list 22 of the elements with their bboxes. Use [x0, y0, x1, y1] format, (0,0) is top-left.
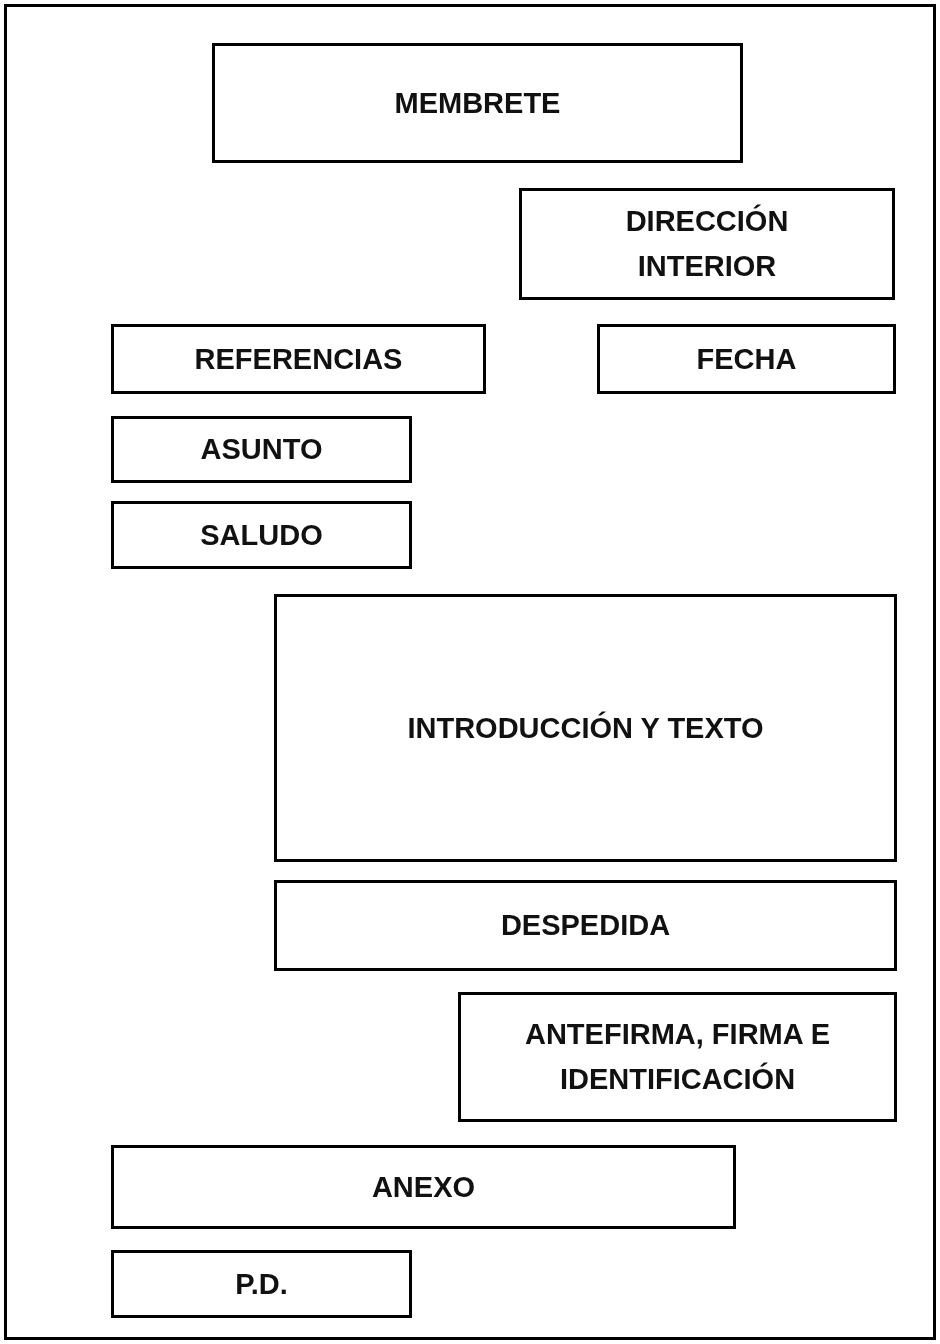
section-label: MEMBRETE [394, 85, 561, 121]
section-box [519, 188, 895, 300]
section-box [111, 1250, 412, 1318]
section-label: ASUNTO [200, 432, 323, 468]
section-box [597, 324, 896, 394]
section-label: DESPEDIDA [500, 908, 671, 944]
section-label: ANTEFIRMA, FIRMA E IDENTIFICACIÓN [524, 1017, 831, 1097]
section-box [111, 416, 412, 483]
section-label: SALUDO [200, 517, 323, 553]
section-box [274, 880, 897, 971]
section-box [458, 992, 897, 1122]
section-box [111, 501, 412, 569]
section-label: REFERENCIAS [194, 341, 403, 377]
section-box [274, 594, 897, 862]
section-label: P.D. [235, 1266, 288, 1302]
section-box [212, 43, 743, 163]
section-label: DIRECCIÓN INTERIOR [624, 203, 790, 284]
section-box [111, 1145, 736, 1229]
section-box [111, 324, 486, 394]
section-label: ANEXO [371, 1169, 476, 1205]
section-label: FECHA [696, 341, 797, 377]
section-label: INTRODUCCIÓN Y TEXTO [407, 710, 764, 746]
